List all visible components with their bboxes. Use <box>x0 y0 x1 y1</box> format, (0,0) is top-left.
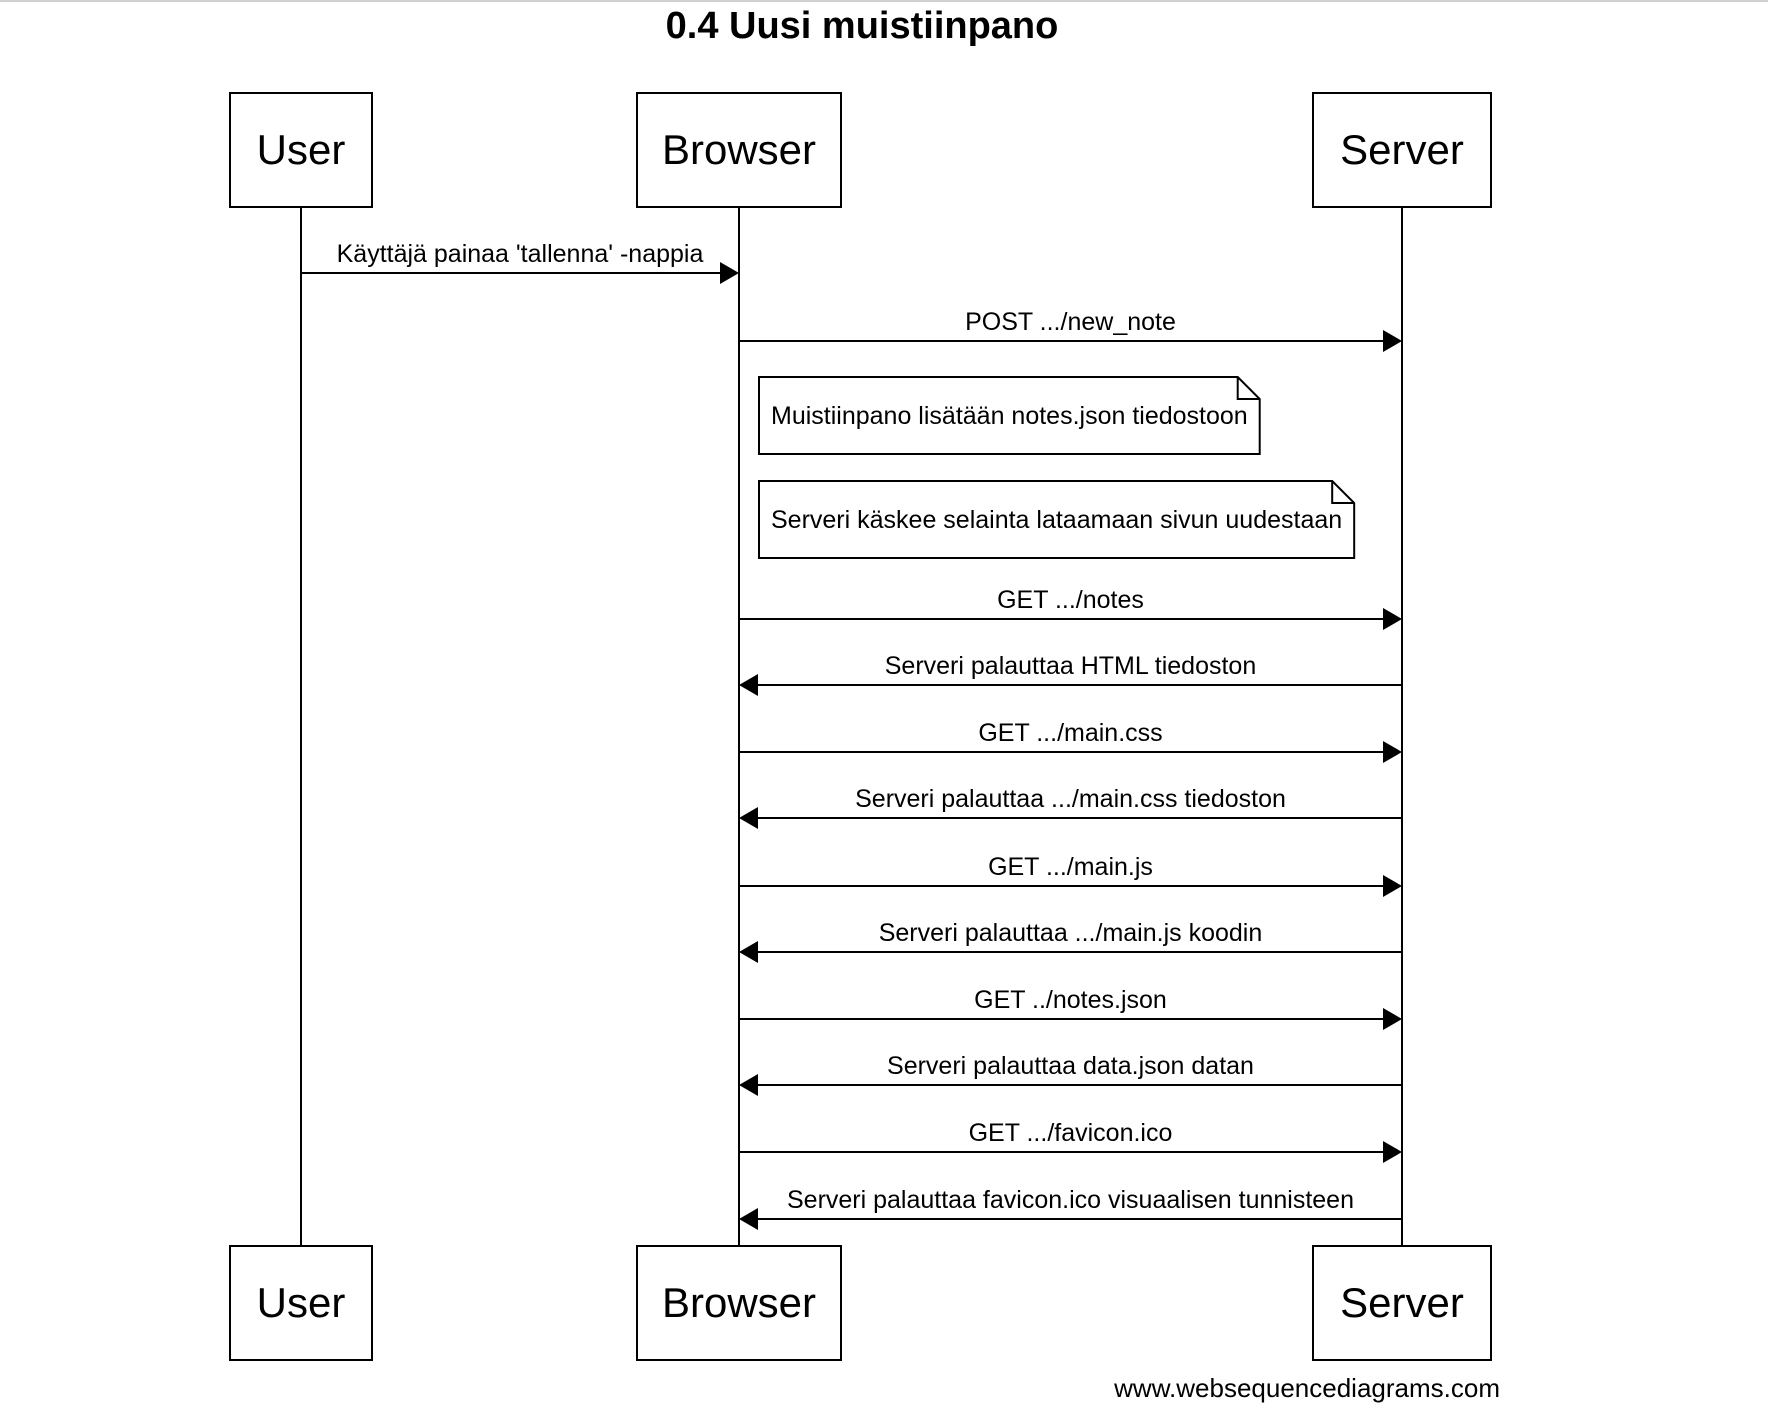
message-arrow: POST .../new_note <box>739 308 1402 352</box>
participant-server-bottom: Server <box>1312 1245 1492 1361</box>
arrowhead <box>739 674 758 696</box>
message-label: GET .../main.js <box>988 853 1153 881</box>
message-label: POST .../new_note <box>965 308 1176 336</box>
arrowhead <box>1383 741 1402 763</box>
participant-box <box>229 92 373 208</box>
note: Muistiinpano lisätään notes.json tiedost… <box>758 376 1261 455</box>
message-arrow: Serveri palauttaa favicon.ico visuaalise… <box>739 1186 1402 1230</box>
message-label: GET .../main.css <box>978 719 1162 747</box>
participant-server-top: Server <box>1312 92 1492 208</box>
participant-label: User <box>257 126 346 173</box>
message-arrow: Serveri palauttaa .../main.js koodin <box>739 919 1402 963</box>
arrowhead <box>739 941 758 963</box>
lifelines <box>300 207 1403 1246</box>
participant-label: Server <box>1340 126 1464 173</box>
watermark: www.websequencediagrams.com <box>1113 1373 1500 1403</box>
participant-user-top: User <box>229 92 373 208</box>
arrowhead <box>739 1208 758 1230</box>
arrowhead <box>720 262 739 284</box>
message-label: Serveri palauttaa .../main.css tiedoston <box>855 785 1286 813</box>
message-arrow: Käyttäjä painaa 'tallenna' -nappia <box>301 240 739 284</box>
participant-box <box>636 92 842 208</box>
note-fold <box>1236 377 1260 400</box>
message-arrow: Serveri palauttaa HTML tiedoston <box>739 652 1402 696</box>
arrowhead <box>1383 608 1402 630</box>
arrowhead <box>1383 875 1402 897</box>
participant-browser-bottom: Browser <box>636 1245 842 1361</box>
participant-browser-top: Browser <box>636 92 842 208</box>
message-arrow: GET .../notes <box>739 586 1402 630</box>
message-label: GET .../favicon.ico <box>969 1119 1173 1147</box>
arrowhead <box>1383 1008 1402 1030</box>
participant-box <box>1312 1245 1492 1361</box>
message-label: Käyttäjä painaa 'tallenna' -nappia <box>337 240 704 268</box>
participant-label: Browser <box>662 1279 816 1326</box>
message-label: Serveri palauttaa favicon.ico visuaalise… <box>787 1186 1354 1214</box>
message-label: GET ../notes.json <box>974 986 1167 1014</box>
arrowhead <box>739 1074 758 1096</box>
participant-label: Browser <box>662 126 816 173</box>
note-label: Serveri käskee selainta lataamaan sivun … <box>771 506 1342 534</box>
arrowhead <box>1383 1141 1402 1163</box>
message-arrow: GET .../favicon.ico <box>739 1119 1402 1163</box>
note-box <box>758 376 1261 455</box>
participant-box <box>229 1245 373 1361</box>
participant-box <box>1312 92 1492 208</box>
note-fold <box>1331 481 1355 504</box>
participant-box <box>636 1245 842 1361</box>
message-arrow: GET .../main.js <box>739 853 1402 897</box>
arrowhead <box>1383 330 1402 352</box>
message-label: Serveri palauttaa HTML tiedoston <box>885 652 1256 680</box>
participant-user-bottom: User <box>229 1245 373 1361</box>
note: Serveri käskee selainta lataamaan sivun … <box>758 480 1356 559</box>
arrowhead <box>739 807 758 829</box>
message-arrow: GET ../notes.json <box>739 986 1402 1030</box>
note-box <box>758 480 1356 559</box>
diagram-title: 0.4 Uusi muistiinpano <box>666 5 1059 47</box>
message-label: GET .../notes <box>997 586 1144 614</box>
note-label: Muistiinpano lisätään notes.json tiedost… <box>771 402 1248 430</box>
message-arrow: Serveri palauttaa data.json datan <box>739 1052 1402 1096</box>
top-border <box>0 0 1768 2</box>
participant-label: Server <box>1340 1279 1464 1326</box>
message-label: Serveri palauttaa .../main.js koodin <box>879 919 1263 947</box>
participant-label: User <box>257 1279 346 1326</box>
message-arrow: GET .../main.css <box>739 719 1402 763</box>
message-label: Serveri palauttaa data.json datan <box>887 1052 1254 1080</box>
message-arrow: Serveri palauttaa .../main.css tiedoston <box>739 785 1402 829</box>
